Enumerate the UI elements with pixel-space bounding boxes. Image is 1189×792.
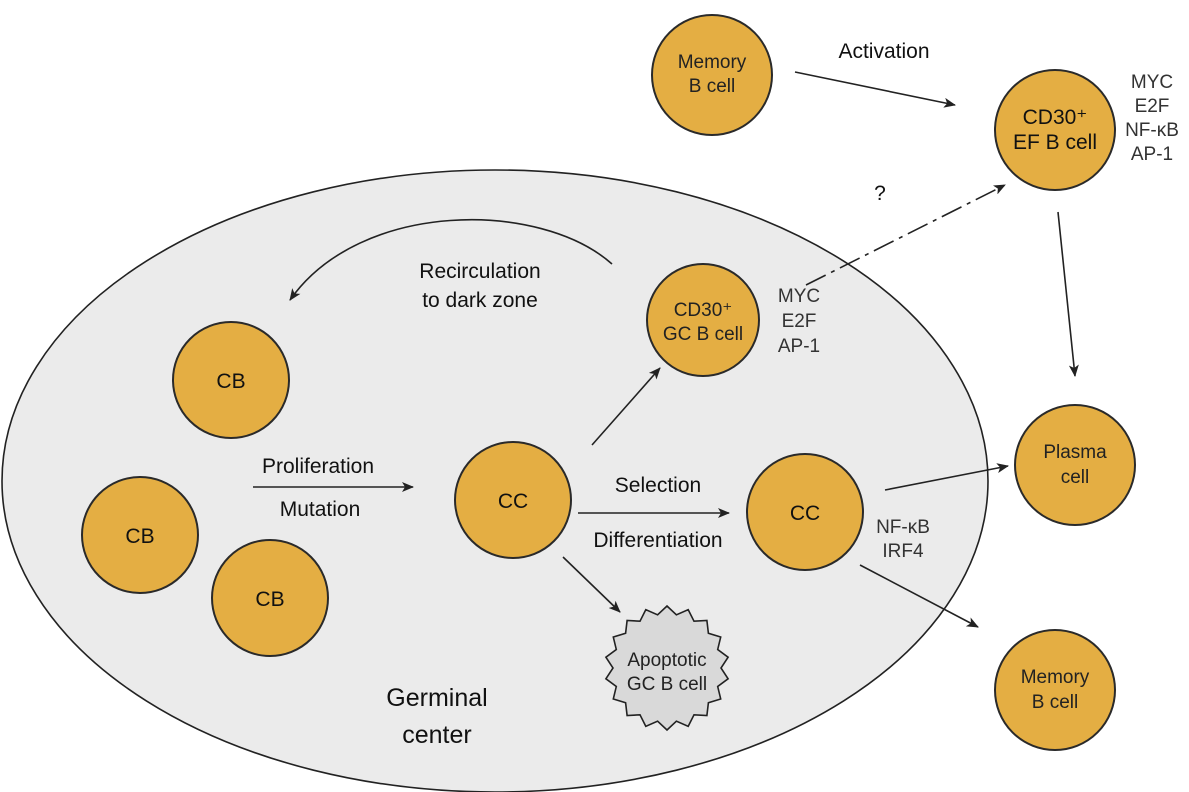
svg-text:CC: CC — [790, 502, 820, 525]
proliferation-label: Proliferation — [262, 455, 374, 478]
svg-text:MYC: MYC — [1131, 72, 1173, 93]
svg-text:E2F: E2F — [1135, 96, 1170, 117]
gc-factors: MYC E2F AP-1 — [778, 286, 820, 357]
svg-text:AP-1: AP-1 — [1131, 144, 1173, 165]
mutation-label: Mutation — [280, 498, 361, 521]
svg-text:cell: cell — [1061, 467, 1090, 488]
cc-to-plasma-arrow — [884, 463, 1009, 491]
memory-b-cell-top: Memory B cell — [651, 14, 773, 136]
cb-cell: CB — [172, 321, 290, 439]
germinal-center-label: Germinal — [386, 684, 487, 712]
svg-text:B cell: B cell — [1032, 692, 1078, 713]
svg-text:Memory: Memory — [678, 52, 747, 73]
svg-text:IRF4: IRF4 — [882, 541, 924, 562]
cc-to-cd30-arrow — [591, 367, 661, 446]
cb-cell: CB — [81, 476, 199, 594]
ef-to-plasma-arrow — [1057, 211, 1079, 377]
cd30-gc-b-cell: CD30⁺ GC B cell — [646, 263, 760, 377]
recirculation-arrow — [289, 218, 613, 301]
cc-factors: NF-κB IRF4 — [876, 517, 930, 562]
recirculation-label: Recirculation — [419, 260, 540, 283]
apoptotic-gc-b-cell: Apoptotic GC B cell — [604, 604, 730, 732]
activation-arrow — [794, 71, 956, 108]
cd30-ef-b-cell: CD30⁺ EF B cell — [994, 69, 1116, 191]
svg-text:EF B cell: EF B cell — [1013, 131, 1097, 154]
plasma-cell: Plasma cell — [1014, 404, 1136, 526]
svg-text:NF-κB: NF-κB — [876, 517, 930, 538]
svg-text:NF-κB: NF-κB — [1125, 120, 1179, 141]
svg-text:Apoptotic: Apoptotic — [627, 650, 706, 671]
cc-to-memory-arrow — [859, 564, 979, 628]
differentiation-label: Differentiation — [593, 529, 722, 552]
svg-text:CB: CB — [125, 525, 154, 548]
germinal-center-label: center — [402, 721, 471, 749]
svg-text:MYC: MYC — [778, 286, 820, 307]
cc-to-apoptotic-arrow — [562, 556, 621, 613]
svg-text:E2F: E2F — [782, 311, 817, 332]
memory-b-cell-bottom: Memory B cell — [994, 629, 1116, 751]
recirculation-label: to dark zone — [422, 289, 538, 312]
svg-text:GC B cell: GC B cell — [663, 324, 743, 345]
svg-text:GC B cell: GC B cell — [627, 674, 707, 695]
svg-text:B cell: B cell — [689, 76, 735, 97]
activation-label: Activation — [838, 40, 929, 63]
svg-text:CB: CB — [216, 370, 245, 393]
question-label: ? — [874, 182, 886, 205]
svg-text:CC: CC — [498, 490, 528, 513]
svg-text:AP-1: AP-1 — [778, 336, 820, 357]
svg-text:Plasma: Plasma — [1043, 442, 1107, 463]
svg-text:CB: CB — [255, 588, 284, 611]
svg-text:CD30⁺: CD30⁺ — [674, 300, 733, 321]
cc-cell: CC — [454, 441, 572, 559]
selection-label: Selection — [615, 474, 701, 497]
cb-cell: CB — [211, 539, 329, 657]
svg-text:Memory: Memory — [1021, 667, 1090, 688]
ef-factors: MYC E2F NF-κB AP-1 — [1125, 72, 1179, 165]
svg-text:CD30⁺: CD30⁺ — [1023, 106, 1088, 129]
cc-cell-selected: CC — [746, 453, 864, 571]
